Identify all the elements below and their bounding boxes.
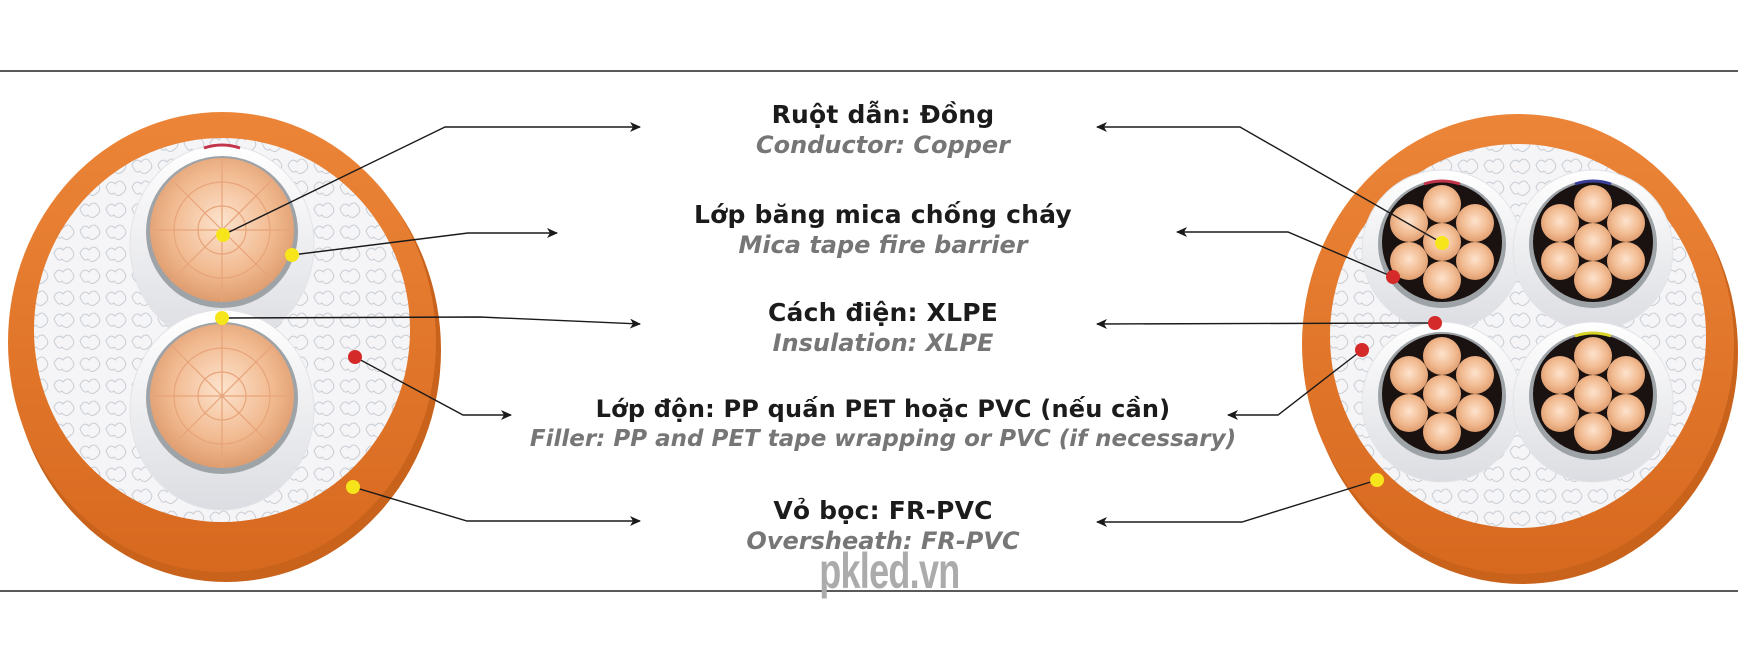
leader-right-sheath [1096,479,1378,527]
left-lower-core [129,309,315,511]
label-filler-en: Filler: PP and PET tape wrapping or PVC … [529,426,1237,452]
marker-dot-insulation [215,311,229,325]
marker-dot-conductor [216,228,230,242]
right-core-bottom-right [1512,321,1674,483]
left-leader-lines [221,122,641,526]
marker-dot-insulation [1428,316,1442,330]
right-core-top-right [1512,169,1674,331]
label-conductor-vi: Ruột dẫn: Đồng [771,100,995,129]
right-marker-dots [1355,236,1449,487]
right-cable-cross-section [1302,114,1738,584]
label-conductor: Ruột dẫn: Đồng Conductor: Copper [640,100,1126,160]
watermark: pkled.vn [819,543,960,599]
marker-dot-conductor [1435,236,1449,250]
leader-left-mica [291,228,558,256]
label-mica-en: Mica tape fire barrier [738,231,1028,259]
label-insulation-en: Insulation: XLPE [772,329,994,357]
label-filler: Lớp độn: PP quấn PET hoặc PVC (nếu cần) … [440,394,1326,454]
label-mica: Lớp băng mica chống cháy Mica tape fire … [640,200,1126,260]
marker-dot-filler [1355,343,1369,357]
leader-right-mica [1176,227,1394,278]
marker-dot-filler [348,350,362,364]
label-mica-vi: Lớp băng mica chống cháy [694,200,1072,229]
marker-dot-mica [1386,270,1400,284]
label-insulation: Cách điện: XLPE Insulation: XLPE [640,298,1126,358]
label-sheath-en: Oversheath: FR-PVC [746,527,1020,555]
marker-dot-sheath [1370,473,1384,487]
label-sheath-vi: Vỏ bọc: FR-PVC [773,496,993,525]
marker-dot-mica [285,248,299,262]
leader-right-insulation [1096,318,1436,329]
right-core-bottom-left [1361,321,1523,483]
left-marker-dots [215,228,362,494]
leader-left-insulation [221,316,641,329]
leader-right-conductor [1096,122,1443,244]
leader-left-filler [354,356,512,420]
label-sheath: Vỏ bọc: FR-PVC Oversheath: FR-PVC [640,496,1126,556]
label-conductor-en: Conductor: Copper [755,131,1010,159]
label-filler-vi: Lớp độn: PP quấn PET hoặc PVC (nếu cần) [595,395,1171,423]
leader-left-sheath [352,486,641,526]
right-leader-lines [1096,122,1443,527]
leader-left-conductor [222,122,641,236]
left-cable-cross-section [8,112,441,582]
marker-dot-sheath [346,480,360,494]
label-insulation-vi: Cách điện: XLPE [767,298,999,327]
leader-right-filler [1227,349,1363,420]
